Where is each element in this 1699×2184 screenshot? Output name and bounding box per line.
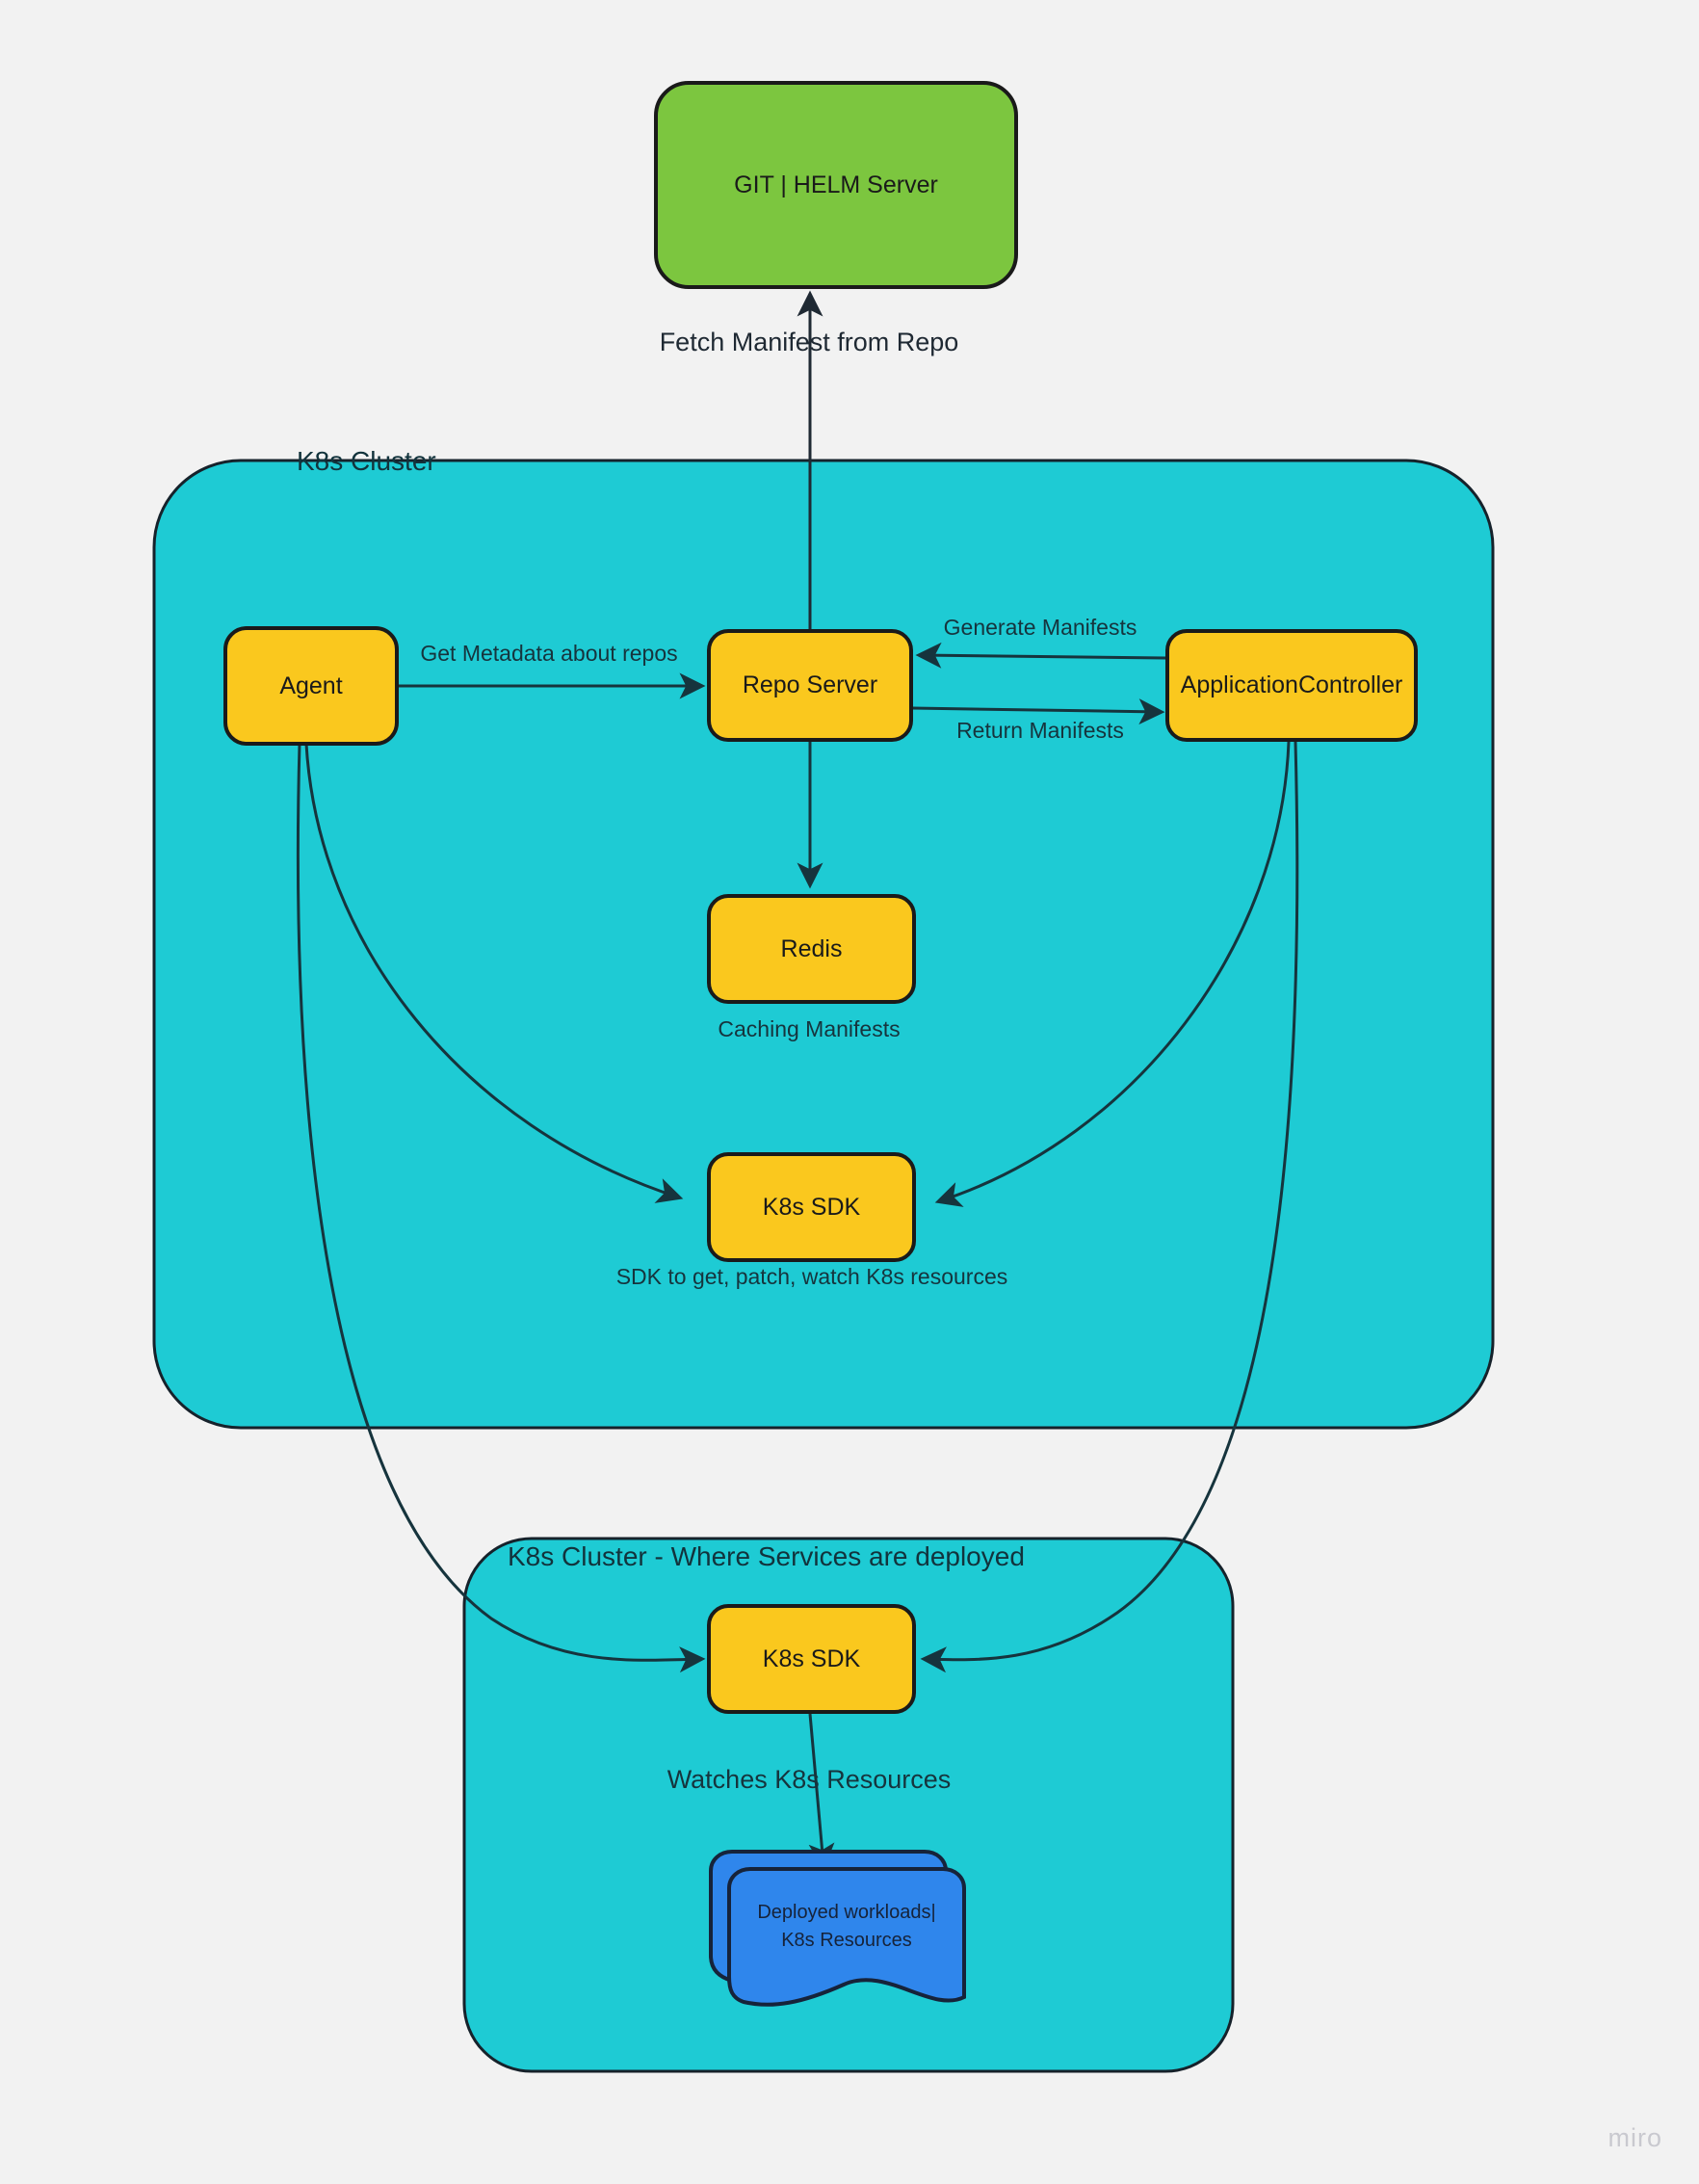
node-k8s-sdk-lower[interactable]: [707, 1604, 916, 1714]
node-git-helm-server[interactable]: [654, 81, 1018, 289]
edge-label-fetch-manifest: Fetch Manifest from Repo: [659, 328, 959, 356]
miro-watermark: miro: [1608, 2123, 1662, 2152]
edge-label-sdk-description: SDK to get, patch, watch K8s resources: [615, 1264, 1008, 1289]
node-label-k8s-sdk-lower: K8s SDK: [762, 1645, 861, 1672]
edge-label-generate-manifests: Generate Manifests: [943, 615, 1137, 640]
node-application-controller[interactable]: [1165, 629, 1418, 742]
node-k8s-sdk-upper[interactable]: [707, 1152, 916, 1262]
deployed-workloads-line-1: Deployed workloads|: [757, 1902, 936, 1923]
node-agent[interactable]: [223, 626, 399, 746]
edge-watches-k8s-resources[interactable]: [808, 1713, 835, 1870]
edge-label-return-manifests: Return Manifests: [956, 718, 1124, 743]
group-title-k8s-cluster-services: K8s Cluster - Where Services are deploye…: [508, 1541, 1025, 1571]
edge-agent-to-k8s-sdk-lower[interactable]: [296, 743, 706, 1673]
edge-label-get-metadata: Get Metadata about repos: [420, 641, 678, 666]
group-k8s-cluster-services[interactable]: [462, 1537, 1235, 2073]
edge-generate-manifests[interactable]: [915, 642, 1166, 669]
edge-label-watches-k8s-resources: Watches K8s Resources: [667, 1765, 952, 1794]
edge-agent-to-k8s-sdk-upper[interactable]: [304, 743, 684, 1203]
edge-label-caching-manifests: Caching Manifests: [718, 1016, 901, 1041]
node-label-redis: Redis: [780, 934, 843, 962]
node-label-k8s-sdk-upper: K8s SDK: [762, 1193, 861, 1221]
node-repo-server[interactable]: [707, 629, 913, 742]
node-label-deployed-workloads: Deployed workloads| K8s Resources: [729, 1869, 964, 1985]
node-label-agent: Agent: [279, 671, 343, 699]
edge-return-manifests[interactable]: [911, 698, 1165, 725]
node-label-git-helm-server: GIT | HELM Server: [734, 171, 938, 198]
node-redis[interactable]: [707, 894, 916, 1004]
node-label-repo-server: Repo Server: [742, 671, 878, 699]
edge-appcontroller-to-k8s-sdk-lower[interactable]: [920, 741, 1299, 1673]
deployed-workloads-line-2: K8s Resources: [781, 1930, 912, 1951]
node-label-application-controller: ApplicationController: [1180, 671, 1403, 699]
group-title-k8s-cluster: K8s Cluster: [297, 446, 436, 476]
edge-appcontroller-to-k8s-sdk-upper[interactable]: [934, 741, 1291, 1207]
node-deployed-workloads[interactable]: [727, 1867, 966, 2007]
